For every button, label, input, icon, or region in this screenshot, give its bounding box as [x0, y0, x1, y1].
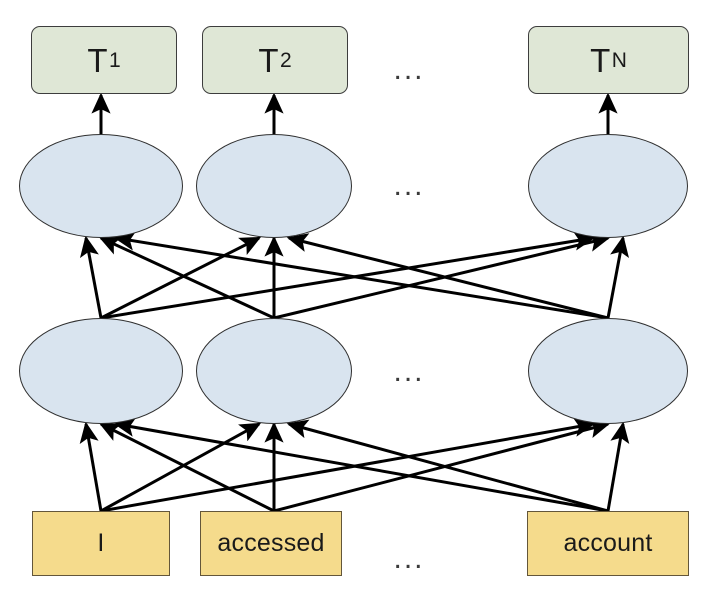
edge-input-hidden1-0-2 — [100, 417, 596, 513]
input-layer-ellipsis: ... — [393, 542, 425, 575]
hidden-node-lower-h1-2[interactable] — [196, 318, 352, 424]
edge-hidden1-hidden2-0-1 — [100, 236, 262, 320]
output-token-subscript: 1 — [108, 48, 121, 72]
output-token-label: T — [258, 41, 279, 79]
hidden-node-upper-h2-1[interactable] — [19, 134, 183, 238]
output-layer-ellipsis: ... — [393, 53, 425, 86]
input-token-label: I — [97, 529, 105, 557]
edge-hidden1-hidden2-2-2 — [606, 235, 630, 319]
hidden-upper-ellipsis: ... — [393, 169, 425, 202]
hidden-node-lower-h1-1[interactable] — [19, 318, 183, 424]
edge-hidden1-hidden2-2-1 — [286, 233, 609, 320]
edge-input-hidden1-0-0 — [79, 421, 103, 512]
edge-hidden1-hidden2-0-0 — [79, 235, 103, 319]
output-token-label: T — [87, 41, 108, 79]
edges-input-to-hidden1 — [79, 417, 630, 513]
edge-hidden1-hidden2-2-0 — [113, 231, 609, 320]
hidden-node-upper-h2-2[interactable] — [196, 134, 352, 238]
edges-hidden1-to-hidden2 — [79, 231, 630, 320]
edge-input-hidden1-1-2 — [273, 419, 611, 513]
edge-input-hidden1-0-1 — [100, 422, 262, 513]
hidden-lower-ellipsis: ... — [393, 355, 425, 388]
output-token-subscript: 2 — [279, 48, 292, 72]
edge-hidden1-hidden2-1-0 — [98, 236, 275, 320]
input-token-label: account — [563, 529, 653, 557]
edge-input-hidden1-2-0 — [113, 417, 609, 513]
edge-input-hidden1-2-1 — [286, 419, 609, 513]
edge-input-hidden1-1-0 — [98, 422, 275, 513]
input-token-accessed[interactable]: accessed — [200, 511, 342, 576]
input-token-label: accessed — [217, 529, 325, 557]
edge-hidden1-hidden2-1-2 — [273, 232, 611, 320]
edges-hidden2-to-output — [91, 92, 618, 134]
output-token-subscript: N — [611, 48, 627, 72]
hidden-node-lower-h1-3[interactable] — [528, 318, 688, 424]
edge-input-hidden1-2-2 — [606, 421, 630, 512]
hidden-node-upper-h2-3[interactable] — [528, 134, 688, 238]
edge-hidden1-hidden2-0-2 — [100, 231, 596, 320]
input-token-i[interactable]: I — [32, 511, 170, 576]
input-token-account[interactable]: account — [527, 511, 689, 576]
output-token-label: T — [590, 41, 611, 79]
